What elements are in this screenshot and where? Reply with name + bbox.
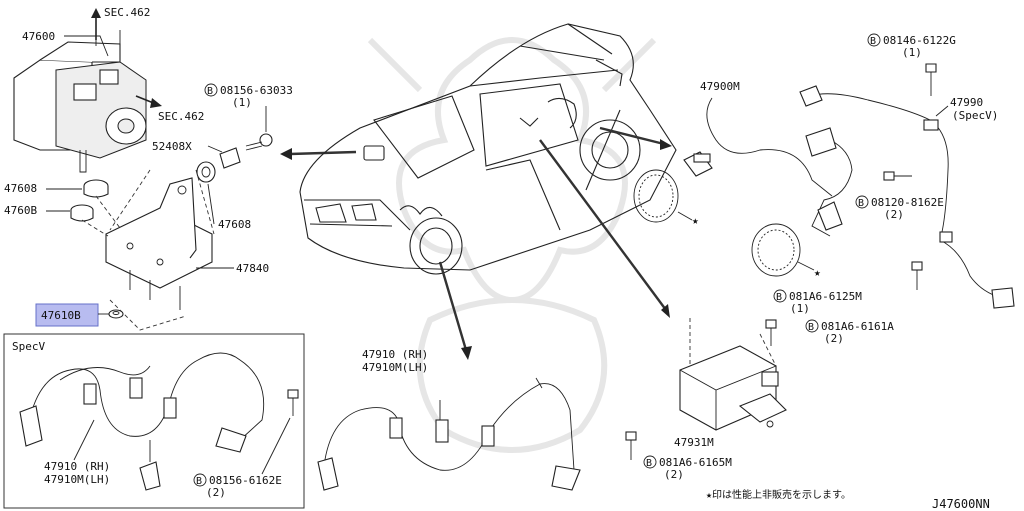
bracket-47840[interactable] bbox=[105, 177, 213, 310]
bolt-08120-8162E-part[interactable] bbox=[883, 171, 912, 181]
star-mark-1: ★ bbox=[692, 214, 699, 227]
arrow-to-abs-mount bbox=[289, 150, 357, 156]
qty-08120-8162E: (2) bbox=[884, 208, 904, 221]
leader-08156-6162E bbox=[261, 417, 291, 475]
label-47931M[interactable]: 47931M bbox=[674, 436, 714, 449]
bolt-08156-63033-part[interactable] bbox=[245, 133, 273, 151]
label-52408X[interactable]: 52408X bbox=[152, 140, 192, 153]
tone-ring-rear-2[interactable] bbox=[751, 223, 801, 277]
bolt-mark-08120 bbox=[855, 195, 869, 209]
bolt-mark-081A6-6125M bbox=[773, 289, 787, 303]
bolt-mark-text-5: B bbox=[808, 322, 814, 333]
label-47608-b[interactable]: 47608 bbox=[218, 218, 251, 231]
collar-52408X[interactable] bbox=[219, 147, 241, 169]
tone-ring-rear-1[interactable] bbox=[633, 169, 679, 223]
bolt-mark-text-6: B bbox=[646, 458, 652, 469]
label-08120-8162E[interactable]: 08120-8162E bbox=[871, 196, 944, 209]
highlight-47610B bbox=[35, 303, 99, 327]
harness-47990[interactable] bbox=[799, 85, 1015, 309]
grommet-4760B[interactable] bbox=[70, 204, 94, 222]
dash-bracket bbox=[109, 169, 215, 235]
arrowhead-control-unit bbox=[661, 304, 670, 318]
inset-leader-47910 bbox=[73, 419, 95, 461]
label-47990-spec: (SpecV) bbox=[952, 109, 998, 122]
qty-081A6-6165M: (2) bbox=[664, 468, 684, 481]
label-47910-rh[interactable]: 47910 (RH) bbox=[362, 348, 428, 361]
arrow-to-rear-sensor bbox=[599, 126, 665, 146]
leader-52408X bbox=[207, 145, 223, 153]
arrowhead-front-sensor bbox=[461, 346, 472, 360]
label-sec462-top[interactable]: SEC.462 bbox=[104, 6, 150, 19]
bolt-mark-text-1: B bbox=[207, 86, 213, 97]
leader-star-2 bbox=[797, 261, 815, 271]
inset-label-47910M-lh[interactable]: 47910M(LH) bbox=[44, 473, 110, 486]
leader-47990 bbox=[935, 105, 949, 117]
inset-bolt-08156-6162E-part[interactable] bbox=[287, 389, 299, 416]
bolt-mark-081A6-6161A bbox=[805, 319, 819, 333]
qty-08146-6122G: (1) bbox=[902, 46, 922, 59]
label-081A6-6165M[interactable]: 081A6-6165M bbox=[659, 456, 732, 469]
bolt-mark-text-7: B bbox=[196, 476, 202, 487]
leader-47608-b bbox=[207, 183, 215, 225]
arrowhead-up bbox=[91, 8, 101, 18]
label-081A6-6161A[interactable]: 081A6-6161A bbox=[821, 320, 894, 333]
label-47910M-lh[interactable]: 47910M(LH) bbox=[362, 361, 428, 374]
label-4760B[interactable]: 4760B bbox=[4, 204, 37, 217]
bolt-mark-08156-6162E bbox=[193, 473, 207, 487]
specv-inset-frame bbox=[3, 333, 305, 509]
qty-081A6-6161A: (2) bbox=[824, 332, 844, 345]
label-47608-a[interactable]: 47608 bbox=[4, 182, 37, 195]
dash-nuts bbox=[109, 299, 187, 331]
grommet-47608-b[interactable] bbox=[196, 161, 216, 183]
label-47610B[interactable]: 47610B bbox=[41, 309, 81, 322]
arrowhead-rear-sensor bbox=[660, 139, 672, 150]
qty-08156-63033: (1) bbox=[232, 96, 252, 109]
arrowhead-right bbox=[150, 98, 162, 108]
label-081A6-6125M[interactable]: 081A6-6125M bbox=[789, 290, 862, 303]
label-08146-6122G[interactable]: 08146-6122G bbox=[883, 34, 956, 47]
arrowhead-abs-mount bbox=[280, 148, 292, 160]
bolt-mark-08146 bbox=[867, 33, 881, 47]
bolt-081A6-6165M-part[interactable] bbox=[625, 431, 637, 460]
label-47840[interactable]: 47840 bbox=[236, 262, 269, 275]
inset-label-47910-rh[interactable]: 47910 (RH) bbox=[44, 460, 110, 473]
footnote: ★印は性能上非販売を示します。 bbox=[706, 488, 851, 501]
label-47990[interactable]: 47990 bbox=[950, 96, 983, 109]
label-47900M[interactable]: 47900M bbox=[700, 80, 740, 93]
inset-front-sensor-specv[interactable] bbox=[19, 352, 265, 491]
diagram-code: J47600NN bbox=[932, 497, 990, 511]
bolt-081A6-6125M-part[interactable] bbox=[911, 261, 923, 290]
label-08156-63033[interactable]: 08156-63033 bbox=[220, 84, 293, 97]
inset-title: SpecV bbox=[12, 340, 45, 353]
watermark-emblem bbox=[367, 37, 657, 453]
bolt-08146-6122G-part[interactable] bbox=[925, 63, 937, 96]
dash-grommets bbox=[81, 195, 121, 237]
arrow-to-front-sensor bbox=[438, 261, 468, 351]
abs-actuator-47600[interactable] bbox=[13, 30, 147, 173]
vehicle-illustration bbox=[299, 23, 677, 275]
bolt-mark-text-4: B bbox=[776, 292, 782, 303]
control-unit-47931M[interactable] bbox=[679, 345, 787, 431]
bolt-081A6-6161A-part[interactable] bbox=[765, 319, 777, 346]
bolt-mark-081A6-6165M bbox=[643, 455, 657, 469]
front-sensor-47910[interactable] bbox=[317, 377, 581, 491]
bolt-mark-08156-63033 bbox=[204, 83, 218, 97]
rear-sensor-47900M[interactable] bbox=[683, 97, 833, 197]
nut-47610B[interactable] bbox=[108, 309, 124, 319]
grommet-47608-a[interactable] bbox=[83, 179, 109, 198]
qty-08156-6162E: (2) bbox=[206, 486, 226, 499]
leader-47600 bbox=[64, 35, 109, 57]
arrow-to-control-unit bbox=[539, 139, 667, 311]
qty-081A6-6125M: (1) bbox=[790, 302, 810, 315]
label-47600[interactable]: 47600 bbox=[22, 30, 55, 43]
bolt-mark-text-2: B bbox=[870, 36, 876, 47]
bolt-mark-text-3: B bbox=[858, 198, 864, 209]
label-sec462-right[interactable]: SEC.462 bbox=[158, 110, 204, 123]
label-08156-6162E[interactable]: 08156-6162E bbox=[209, 474, 282, 487]
leader-star-1 bbox=[677, 211, 693, 221]
star-mark-2: ★ bbox=[814, 266, 821, 279]
dash-control-unit bbox=[689, 318, 777, 367]
